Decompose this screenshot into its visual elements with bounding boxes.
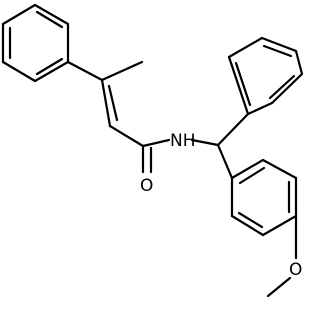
alkene-double-bond-inner bbox=[107, 84, 119, 122]
methoxyphenyl-ring bbox=[230, 158, 298, 237]
butenamide-chain bbox=[66, 60, 220, 174]
phenyl-ring-left bbox=[1, 3, 70, 83]
ether-oxygen-label: O bbox=[289, 260, 302, 280]
molecule-structure: NH O O bbox=[1, 3, 304, 298]
ring-to-alkene-bond bbox=[66, 60, 104, 82]
nitrogen-label: NH bbox=[170, 131, 196, 151]
vinyl-to-carbonyl-bond bbox=[108, 124, 145, 148]
methyl-bond bbox=[100, 60, 144, 82]
methine-bonds bbox=[216, 112, 250, 180]
alkene-double-bond bbox=[100, 78, 112, 128]
phenyl-ring-right bbox=[227, 36, 304, 116]
carbonyl-oxygen-label: O bbox=[140, 176, 153, 196]
nitrogen-to-methine-bond bbox=[190, 138, 220, 147]
methoxy-group bbox=[266, 214, 298, 298]
carbonyl-to-nitrogen-bond bbox=[141, 138, 171, 148]
